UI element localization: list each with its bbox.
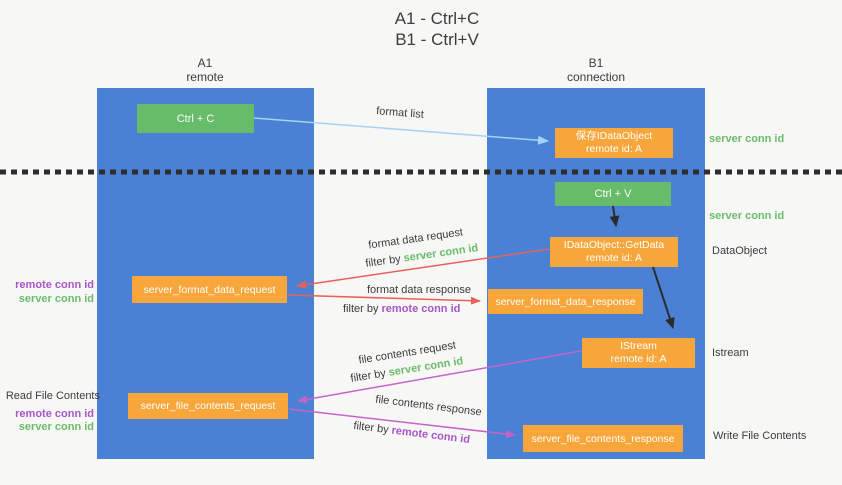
node-istream-line2: remote id: A xyxy=(610,353,667,365)
filter-by-prefix: filter by xyxy=(343,303,382,315)
lifeline-a1-role: remote xyxy=(186,70,224,84)
lifeline-b1-name: B1 xyxy=(588,56,604,70)
label-dataobject: DataObject xyxy=(712,245,768,257)
lifeline-a1-name: A1 xyxy=(197,56,213,70)
node-save-idataobject-line2: remote id: A xyxy=(585,143,643,155)
filter-by-remote-conn-id-key: remote conn id xyxy=(390,424,471,447)
node-server-format-data-response-label: server_format_data_response xyxy=(495,295,636,308)
node-ctrl-v-label: Ctrl + V xyxy=(594,188,632,200)
lifeline-b1-role: connection xyxy=(566,70,626,84)
node-save-idataobject: 保存IDataObject remote id: A xyxy=(555,128,673,158)
node-idataobject-getdata-line1: IDataObject::GetData xyxy=(563,239,665,251)
filter-by-remote-conn-id-key: remote conn id xyxy=(381,303,461,315)
node-ctrl-v: Ctrl + V xyxy=(555,182,671,206)
node-save-idataobject-line1: 保存IDataObject xyxy=(575,130,653,142)
node-istream-line1: IStream xyxy=(620,340,657,352)
title-line-1: A1 - Ctrl+C xyxy=(394,9,480,28)
node-idataobject-getdata: IDataObject::GetData remote id: A xyxy=(550,237,678,267)
filter-by-prefix: filter by xyxy=(364,252,405,270)
arrow-label-file-contents-response: file contents response xyxy=(374,393,483,419)
node-server-file-contents-response-label: server_file_contents_response xyxy=(531,432,675,445)
label-server-conn-id-left-top: server conn id xyxy=(18,293,94,305)
label-remote-conn-id-left-top: remote conn id xyxy=(15,279,94,291)
node-ctrl-c-label: Ctrl + C xyxy=(176,112,215,125)
node-server-format-data-response: server_format_data_response xyxy=(488,289,643,314)
lifeline-header-b1: B1 connection xyxy=(546,56,646,84)
filter-by-prefix: filter by xyxy=(352,419,393,437)
lifeline-header-a1: A1 remote xyxy=(155,56,255,84)
label-server-conn-id-top-right: server conn id xyxy=(709,133,785,145)
label-conn-ids-left-top: remote conn id server conn id xyxy=(0,278,94,306)
label-server-conn-id-left-bottom: server conn id xyxy=(18,421,94,433)
node-server-format-data-request: server_format_data_request xyxy=(132,276,287,303)
arrow-label-filter-by-remote-conn-id-2: filter by remote conn id xyxy=(353,420,471,446)
label-write-file-contents: Write File Contents xyxy=(713,430,807,442)
arrow-label-format-data-response: format data response xyxy=(367,284,471,296)
label-remote-conn-id-left-bottom: remote conn id xyxy=(15,408,94,420)
arrow-label-format-list: format list xyxy=(375,105,425,121)
node-idataobject-getdata-line2: remote id: A xyxy=(585,252,643,264)
filter-by-server-conn-id-key: server conn id xyxy=(402,242,480,265)
title-line-2: B1 - Ctrl+V xyxy=(395,30,479,49)
arrow-label-filter-by-remote-conn-id-1: filter by remote conn id xyxy=(343,303,460,315)
node-server-file-contents-request-label: server_file_contents_request xyxy=(140,400,276,412)
page-title: A1 - Ctrl+C B1 - Ctrl+V xyxy=(307,8,567,50)
node-server-file-contents-request: server_file_contents_request xyxy=(128,393,288,419)
node-server-file-contents-response: server_file_contents_response xyxy=(523,425,683,452)
filter-by-prefix: filter by xyxy=(349,366,390,385)
label-read-file-contents: Read File Contents xyxy=(5,390,100,402)
node-server-format-data-request-label: server_format_data_request xyxy=(143,283,276,296)
label-istream: Istream xyxy=(712,347,749,359)
node-ctrl-c: Ctrl + C xyxy=(137,104,254,133)
label-conn-ids-left-bottom: remote conn id server conn id xyxy=(0,408,94,434)
node-istream: IStream remote id: A xyxy=(582,338,695,368)
label-server-conn-id-mid-right: server conn id xyxy=(709,210,785,222)
